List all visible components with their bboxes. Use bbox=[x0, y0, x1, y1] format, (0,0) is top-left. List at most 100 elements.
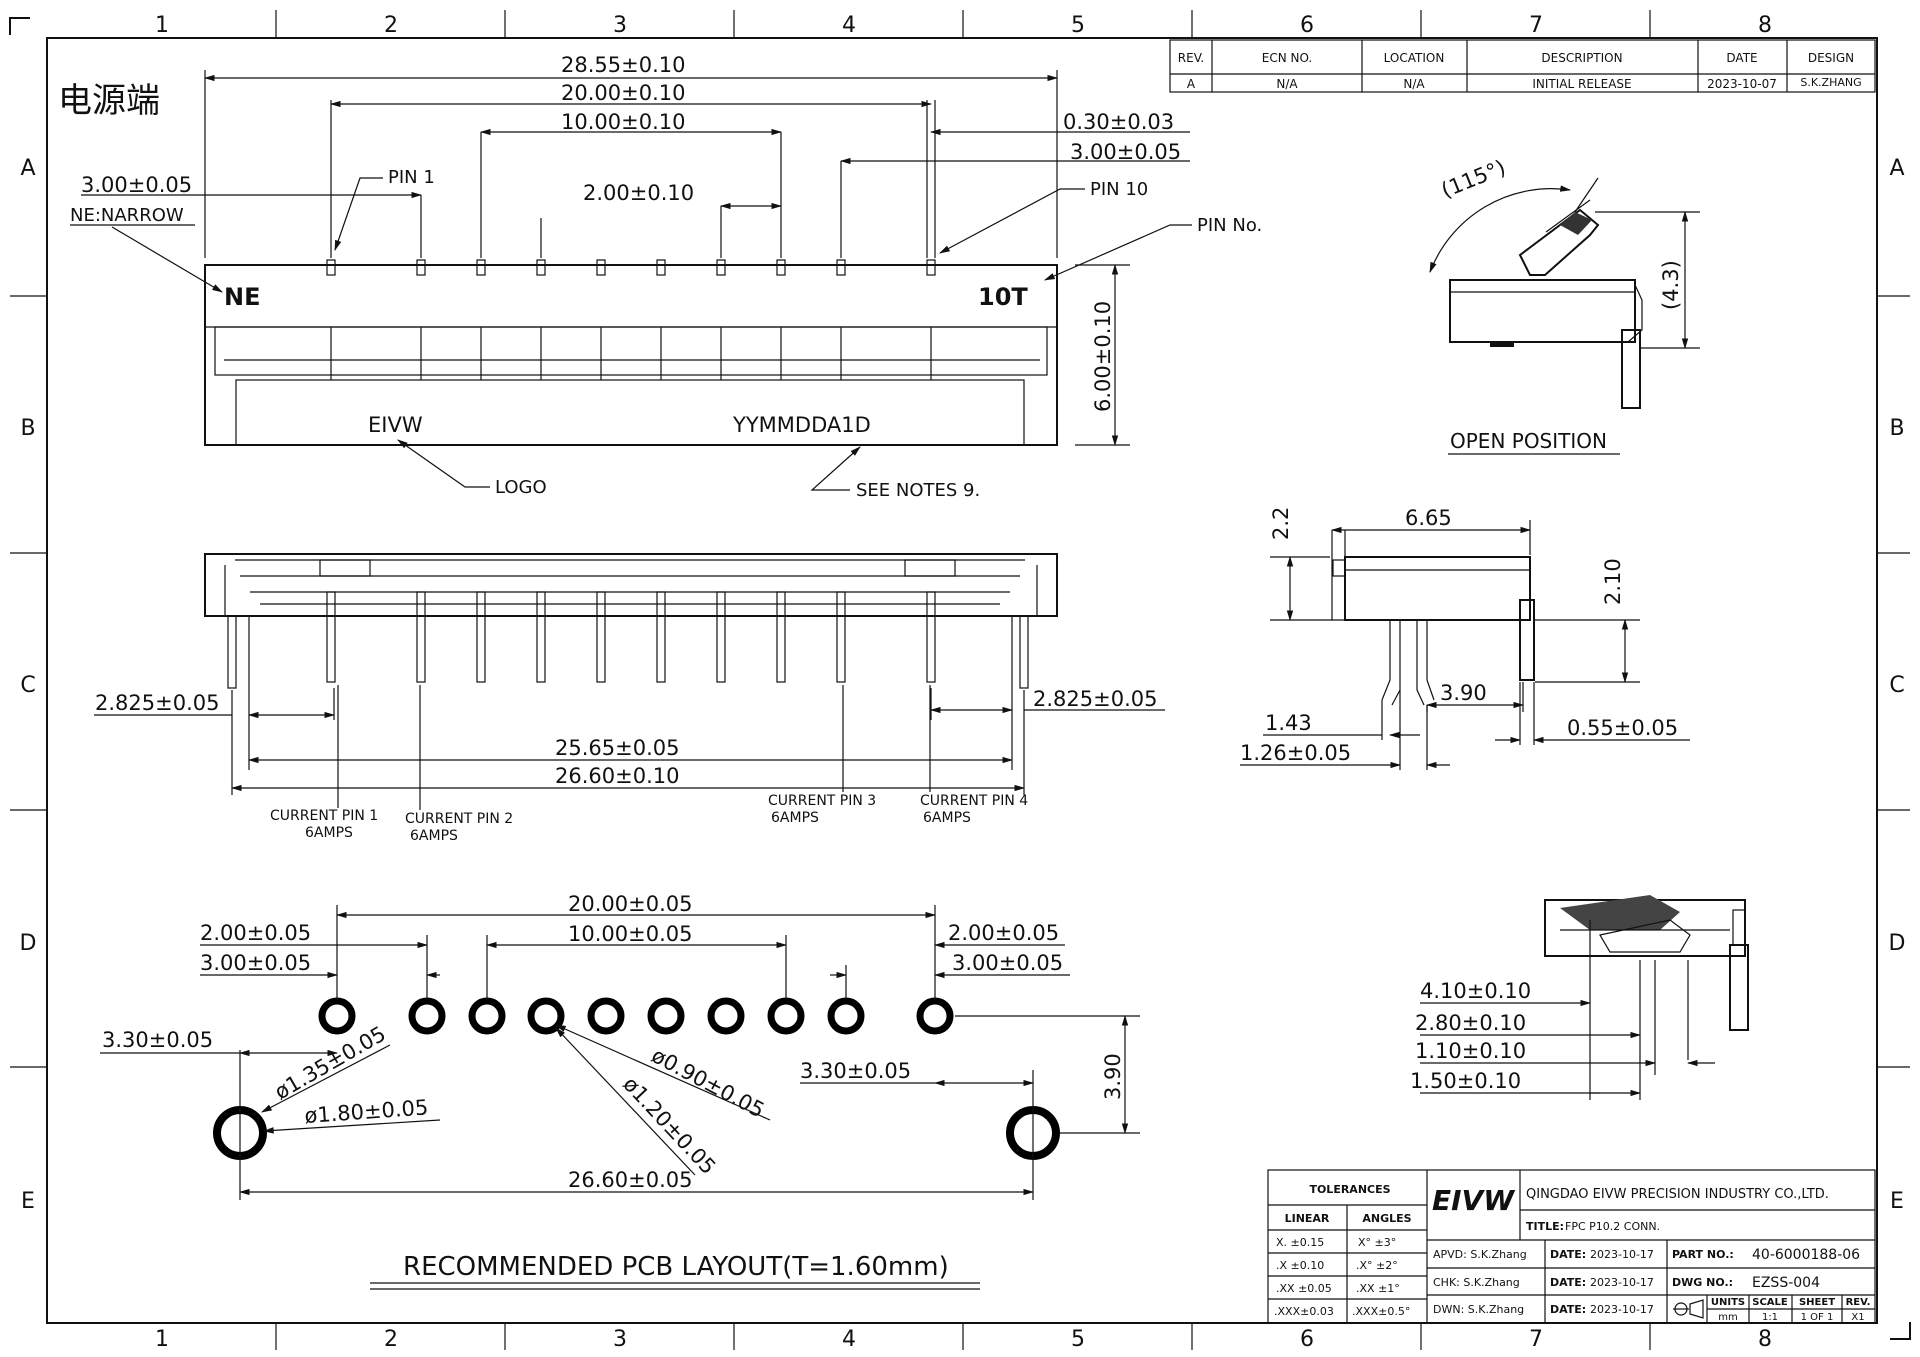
dim-pcb-2660: 26.60±0.05 bbox=[568, 1168, 692, 1192]
sheet-head: SHEET bbox=[1799, 1297, 1835, 1308]
pin-count-mark: 10T bbox=[978, 283, 1028, 311]
row-e-r: E bbox=[1890, 1189, 1904, 1214]
row-a: A bbox=[20, 156, 35, 181]
col-1-b: 1 bbox=[155, 1327, 169, 1352]
grid-labels-right: A B C D E bbox=[1889, 156, 1906, 1214]
dwg-label: DWG NO.: bbox=[1672, 1276, 1733, 1289]
dim-overall: 28.55±0.10 bbox=[561, 53, 685, 77]
linear-1: .X ±0.10 bbox=[1276, 1259, 1324, 1272]
dim-inner-width: 25.65±0.05 bbox=[555, 736, 679, 760]
col-2-b: 2 bbox=[384, 1327, 398, 1352]
dim-side-055: 0.55±0.05 bbox=[1567, 716, 1678, 740]
angles-0: X° ±3° bbox=[1358, 1236, 1396, 1249]
grid-labels-left: A B C D E bbox=[20, 156, 37, 1214]
dim-pin-span: 20.00±0.10 bbox=[561, 81, 685, 105]
projection-icon bbox=[1673, 1299, 1704, 1319]
date-value-1: 2023-10-17 bbox=[1590, 1248, 1654, 1261]
rev-head-location: LOCATION bbox=[1384, 51, 1445, 65]
logo-text: EIVW bbox=[368, 413, 423, 437]
grid-labels-top: 1 2 3 4 5 6 7 8 bbox=[155, 13, 1772, 38]
col-7: 7 bbox=[1529, 13, 1543, 38]
dim-side-210: 2.10 bbox=[1601, 558, 1625, 605]
col-6: 6 bbox=[1300, 13, 1314, 38]
col-8-b: 8 bbox=[1758, 1327, 1772, 1352]
current-pin-4-amps: 6AMPS bbox=[923, 810, 971, 826]
pin1-label: PIN 1 bbox=[388, 167, 435, 188]
title-block: TOLERANCES LINEAR ANGLES X. ±0.15 .X ±0.… bbox=[1267, 1169, 1876, 1324]
date-label-1: DATE: bbox=[1550, 1248, 1586, 1261]
col-5-b: 5 bbox=[1071, 1327, 1085, 1352]
part-label: PART NO.: bbox=[1672, 1248, 1734, 1261]
chk: CHK: S.K.Zhang bbox=[1433, 1276, 1520, 1289]
angles-2: .XX ±1° bbox=[1356, 1282, 1400, 1295]
angles-head: ANGLES bbox=[1362, 1212, 1411, 1225]
dim-half-span: 10.00±0.10 bbox=[561, 110, 685, 134]
dim-pcb-330-left: 3.30±0.05 bbox=[102, 1028, 213, 1052]
top-pins bbox=[326, 218, 936, 380]
outer-border bbox=[46, 37, 1878, 1324]
grid-ticks bbox=[10, 10, 1910, 1350]
notes-label: SEE NOTES 9. bbox=[856, 480, 980, 501]
apvd: APVD: S.K.Zhang bbox=[1433, 1248, 1527, 1261]
pin10-label: PIN 10 bbox=[1090, 179, 1148, 200]
dim-pcb-200-left: 2.00±0.05 bbox=[200, 921, 311, 945]
dim-pcb-200-right: 2.00±0.05 bbox=[948, 921, 1059, 945]
dim-height: 6.00±0.10 bbox=[1091, 301, 1115, 412]
row-c-r: C bbox=[1889, 673, 1904, 698]
title-label: TITLE: bbox=[1526, 1220, 1564, 1233]
narrow-note: NE:NARROW bbox=[70, 205, 184, 226]
pcb-layout: 20.00±0.05 2.00±0.05 10.00±0.05 2.00±0.0… bbox=[100, 892, 1140, 1290]
linear-head: LINEAR bbox=[1285, 1212, 1330, 1225]
part-no: 40-6000188-06 bbox=[1752, 1247, 1860, 1263]
title-value: FPC P10.2 CONN. bbox=[1565, 1220, 1660, 1233]
pcb-holes bbox=[213, 997, 1060, 1160]
rev-val-date: 2023-10-07 bbox=[1707, 77, 1777, 91]
row-c: C bbox=[20, 673, 35, 698]
col-7-b: 7 bbox=[1529, 1327, 1543, 1352]
dim-pin-width: 0.30±0.03 bbox=[1063, 110, 1174, 134]
dim-pcb-390: 3.90 bbox=[1101, 1053, 1125, 1100]
current-pin-1: CURRENT PIN 1 bbox=[270, 808, 378, 824]
rev-head-ecn: ECN NO. bbox=[1262, 51, 1313, 65]
current-pin-2: CURRENT PIN 2 bbox=[405, 811, 513, 827]
col-4-b: 4 bbox=[842, 1327, 856, 1352]
rev-val-description: INITIAL RELEASE bbox=[1532, 77, 1631, 91]
dim-side-143: 1.43 bbox=[1265, 711, 1312, 735]
dim-pcb-300-left: 3.00±0.05 bbox=[200, 951, 311, 975]
open-angle: (115°) bbox=[1438, 155, 1509, 202]
units-head: UNITS bbox=[1711, 1297, 1745, 1308]
dim-pin-offset-left: 2.825±0.05 bbox=[95, 691, 219, 715]
row-b-r: B bbox=[1889, 416, 1904, 441]
col-3-b: 3 bbox=[613, 1327, 627, 1352]
col-1: 1 bbox=[155, 13, 169, 38]
row-a-r: A bbox=[1889, 156, 1904, 181]
revision-block: REV. ECN NO. LOCATION DESCRIPTION DATE D… bbox=[1169, 39, 1876, 93]
rev-val-rev: A bbox=[1187, 77, 1196, 91]
col-5: 5 bbox=[1071, 13, 1085, 38]
side-view: 2.2 6.65 2.10 3.90 1.43 1.26±0.05 0.55±0… bbox=[1240, 506, 1690, 770]
section-view: 4.10±0.10 2.80±0.10 1.10±0.10 1.50±0.10 bbox=[1410, 895, 1749, 1100]
dim-pcb-300-right: 3.00±0.05 bbox=[952, 951, 1063, 975]
date-code: YYMMDDA1D bbox=[732, 413, 871, 437]
pin-no-label: PIN No. bbox=[1197, 215, 1262, 236]
logo-label: LOGO bbox=[495, 477, 547, 498]
dim-side-126: 1.26±0.05 bbox=[1240, 741, 1351, 765]
rev-head-description: DESCRIPTION bbox=[1541, 51, 1622, 65]
row-d-r: D bbox=[1889, 931, 1906, 956]
hole-135: ø1.35±0.05 bbox=[271, 1022, 390, 1105]
angles-3: .XXX±0.5° bbox=[1352, 1305, 1410, 1318]
current-pin-3: CURRENT PIN 3 bbox=[768, 793, 876, 809]
col-2: 2 bbox=[384, 13, 398, 38]
current-pin-1-amps: 6AMPS bbox=[305, 825, 353, 841]
rev-val-design: S.K.ZHANG bbox=[1800, 76, 1861, 89]
company-name: QINGDAO EIVW PRECISION INDUSTRY CO.,LTD. bbox=[1526, 1187, 1829, 1202]
dim-pcb-2000: 20.00±0.05 bbox=[568, 892, 692, 916]
row-b: B bbox=[20, 416, 35, 441]
pcb-layout-title: RECOMMENDED PCB LAYOUT(T=1.60mm) bbox=[403, 1252, 949, 1282]
ne-mark: NE bbox=[224, 283, 260, 311]
rev-head-date: DATE bbox=[1726, 51, 1757, 65]
linear-2: .XX ±0.05 bbox=[1276, 1282, 1332, 1295]
scale-head: SCALE bbox=[1752, 1297, 1788, 1308]
dim-side-390: 3.90 bbox=[1440, 681, 1487, 705]
